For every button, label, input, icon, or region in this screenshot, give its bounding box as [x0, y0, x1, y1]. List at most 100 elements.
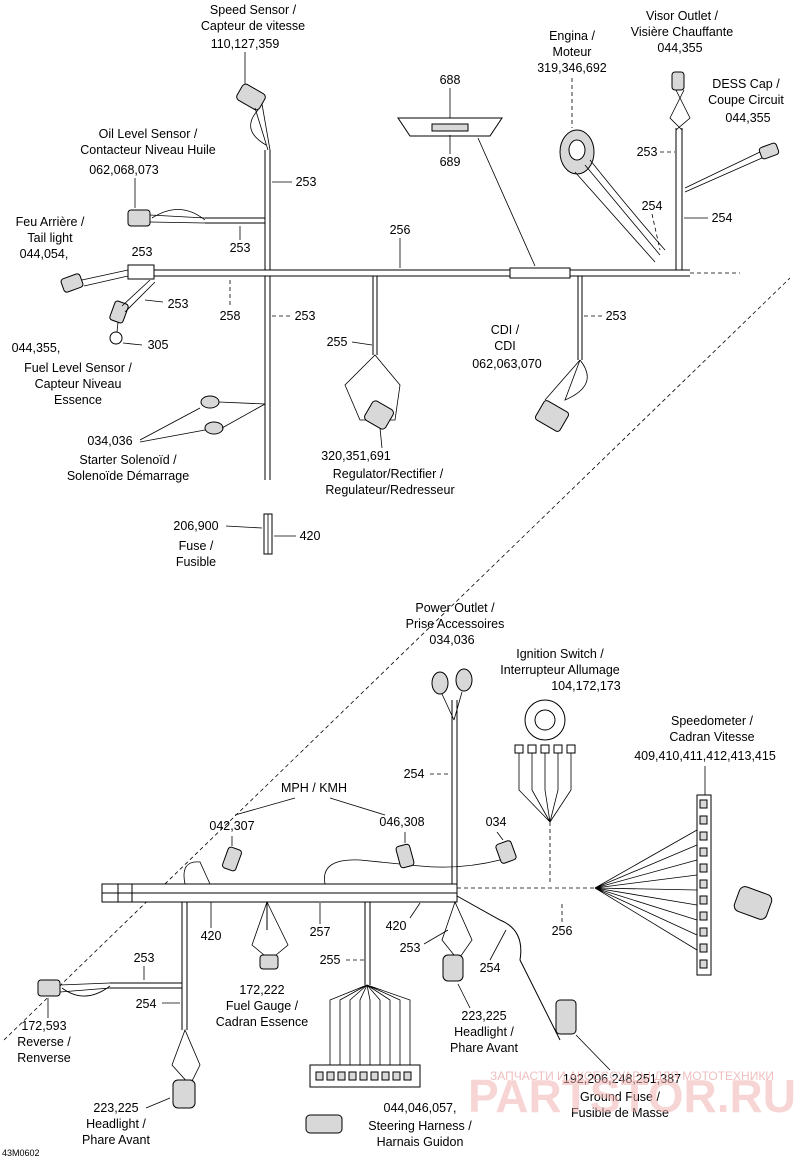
dess-cap-icon [684, 142, 780, 193]
oil-level-name: Oil Level Sensor / [99, 127, 198, 141]
fuse-icon [263, 513, 273, 555]
cover-plate-icon [397, 117, 503, 137]
cdi-parts: 062,063,070 [472, 357, 542, 371]
fuel-gauge-parts: 172,222 [239, 983, 284, 997]
headlight-left-parts: 223,225 [93, 1101, 138, 1115]
connector-034-icon [495, 831, 517, 864]
speedometer-name: Speedometer / [671, 714, 754, 728]
ref-bottom-254-c: 254 [480, 961, 501, 975]
fuse-parts: 206,900 [173, 519, 218, 533]
steering-name-fr: Harnais Guidon [377, 1135, 464, 1149]
cdi-name-fr: CDI [494, 339, 516, 353]
main-harness-bottom [101, 700, 595, 1041]
oil-level-sensor-icon [127, 209, 206, 227]
regulator-rectifier-icon [344, 354, 401, 430]
speed-sensor-icon [236, 83, 271, 151]
tail-light-name: Feu Arrière / [16, 215, 85, 229]
mph-left-parts: 042,307 [209, 819, 254, 833]
fuse-ref: 420 [300, 529, 321, 543]
headlight-right-name-fr: Phare Avant [450, 1041, 518, 1055]
steering-name: Steering Harness / [368, 1119, 472, 1133]
headlight-left-name: Headlight / [86, 1117, 146, 1131]
visor-outlet-icon [669, 71, 691, 131]
fuel-level-sensor-icon [109, 279, 156, 345]
oil-level-name-fr: Contacteur Niveau Huile [80, 143, 216, 157]
ref-688: 688 [440, 73, 461, 87]
reverse-name: Reverse / [17, 1035, 71, 1049]
ref-bottom-420-b: 420 [386, 919, 407, 933]
power-outlet-icon [431, 668, 473, 721]
fuse-name: Fuse / [179, 539, 214, 553]
regulator-name: Regulator/Rectifier / [333, 467, 444, 481]
ground-fuse-parts: 192,206,248,251,387 [563, 1072, 681, 1086]
ref-253-g: 253 [637, 145, 658, 159]
ref-bottom-253-b: 253 [400, 941, 421, 955]
watermark-logo: PARTSTOR.RU [468, 1070, 796, 1122]
oil-level-parts: 062,068,073 [89, 163, 159, 177]
power-outlet-name: Power Outlet / [415, 601, 495, 615]
section-divider [3, 277, 791, 1041]
starter-name-fr: Solenoïde Démarrage [67, 469, 189, 483]
watermark-subtitle: ЗАПЧАСТИ И АКСЕССУАРЫ ДЛЯ МОТОТЕХНИКИ [490, 1069, 774, 1083]
figure-code: 43M0602 [2, 1148, 40, 1158]
steering-harness-icon [305, 984, 421, 1134]
speedometer-icon [594, 794, 773, 976]
starter-name: Starter Solenoïd / [79, 453, 177, 467]
ignition-parts: 104,172,173 [551, 679, 621, 693]
ref-bottom-255: 255 [320, 953, 341, 967]
cdi-connector-icon [534, 359, 588, 432]
visor-outlet-name: Visor Outlet / [646, 9, 719, 23]
fuel-level-name-fr1: Capteur Niveau [35, 377, 122, 391]
fuel-level-ref: 305 [148, 338, 169, 352]
ref-bottom-254-b: 254 [136, 997, 157, 1011]
ref-689: 689 [440, 155, 461, 169]
ref-253-f: 253 [606, 309, 627, 323]
speedometer-name-fr: Cadran Vitesse [669, 730, 754, 744]
power-outlet-name-fr: Prise Accessoires [406, 617, 505, 631]
starter-solenoid-icon [200, 395, 266, 435]
dess-cap-name: DESS Cap / [712, 77, 780, 91]
dess-cap-name-fr: Coupe Circuit [708, 93, 784, 107]
regulator-parts: 320,351,691 [321, 449, 391, 463]
fuel-level-name-fr2: Essence [54, 393, 102, 407]
fuel-gauge-icon [251, 900, 289, 970]
ref-258: 258 [220, 309, 241, 323]
reverse-parts: 172,593 [21, 1019, 66, 1033]
headlight-left-name-fr: Phare Avant [82, 1133, 150, 1147]
cdi-name: CDI / [491, 323, 520, 337]
ref-bottom-254-a: 254 [404, 767, 425, 781]
ref-bottom-256: 256 [552, 924, 573, 938]
fuel-level-name: Fuel Level Sensor / [24, 361, 132, 375]
main-harness-top [128, 128, 740, 480]
steering-parts: 044,046,057, [384, 1101, 457, 1115]
ignition-switch-icon [514, 699, 576, 885]
ground-fuse-name: Ground Fuse / [580, 1090, 660, 1104]
power-outlet-parts: 034,036 [429, 633, 474, 647]
ref-254-b: 254 [712, 211, 733, 225]
reverse-name-fr: Renverse [17, 1051, 71, 1065]
headlight-right-icon [441, 900, 473, 982]
ignition-name-fr: Interrupteur Allumage [500, 663, 620, 677]
speed-sensor-parts: 110,127,359 [211, 37, 280, 51]
ref-255: 255 [327, 335, 348, 349]
ignition-name: Ignition Switch / [516, 647, 604, 661]
ref-bottom-257: 257 [310, 925, 331, 939]
mph-switch-icon [222, 832, 415, 872]
speedometer-parts: 409,410,411,412,413,415 [634, 749, 776, 763]
visor-outlet-name-fr: Visière Chauffante [631, 25, 733, 39]
fuel-gauge-name: Fuel Gauge / [226, 999, 299, 1013]
ground-fuse-icon [555, 999, 611, 1071]
mph-right-parts: 046,308 [379, 815, 424, 829]
tail-light-name-fr: Tail light [27, 231, 73, 245]
ground-fuse-name-fr: Fusible de Masse [571, 1106, 669, 1120]
engine-name: Engina / [549, 29, 595, 43]
ref-253-a: 253 [296, 175, 317, 189]
ref-253-c: 253 [132, 245, 153, 259]
fuse-name-fr: Fusible [176, 555, 216, 569]
headlight-right-name: Headlight / [454, 1025, 514, 1039]
headlight-right-parts: 223,225 [461, 1009, 506, 1023]
dess-cap-parts: 044,355 [725, 111, 770, 125]
ref-bottom-420-a: 420 [201, 929, 222, 943]
ref-253-d: 253 [168, 297, 189, 311]
ref-253-e: 253 [295, 309, 316, 323]
